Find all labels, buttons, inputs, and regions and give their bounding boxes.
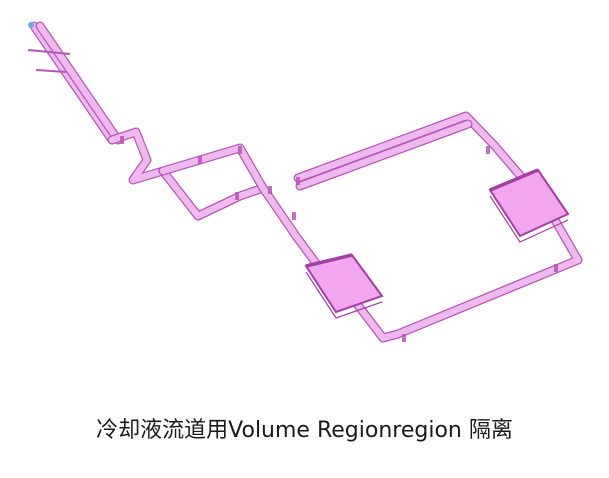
pipe-joint <box>296 177 300 185</box>
pipe-tab <box>27 49 71 55</box>
cold-plate-edge <box>489 195 569 243</box>
pipe-joint <box>402 334 406 342</box>
pipe-segment-fill <box>159 144 322 270</box>
pipe-joint <box>198 156 202 164</box>
pipe-network <box>27 21 583 343</box>
pipe-joint <box>238 146 242 154</box>
pipe-joint <box>486 146 490 154</box>
pipe-segment-fill <box>30 22 116 144</box>
inlet-marker <box>28 22 34 28</box>
coolant-channel-diagram <box>27 21 583 343</box>
pipe-joint <box>292 212 296 220</box>
cold-plate-header <box>305 253 353 268</box>
figure-caption: 冷却液流道用Volume Regionregion 隔离 <box>96 418 513 443</box>
pipe-segment-fill <box>296 120 472 190</box>
coolant-channel-figure <box>27 21 583 343</box>
pipe-tab <box>35 69 67 73</box>
pipe-joint <box>235 192 239 200</box>
pipe-joint <box>120 136 124 144</box>
pipe-joints <box>120 136 558 342</box>
pipe-joint <box>554 264 558 272</box>
pipe-joint <box>268 186 272 194</box>
cold-plate-header <box>489 168 539 192</box>
cold-plate-edge <box>305 271 383 319</box>
pipe-segment-fill <box>36 22 122 144</box>
pipe-segment-fill <box>108 128 267 220</box>
cold-plates <box>304 168 570 319</box>
